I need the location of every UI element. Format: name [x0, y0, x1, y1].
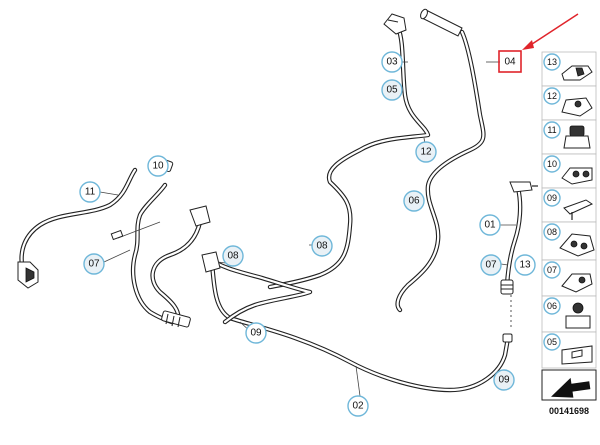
callout-06[interactable]: 06	[403, 190, 425, 212]
callout-04[interactable]: 04	[504, 57, 516, 68]
svg-text:08: 08	[547, 227, 557, 237]
callout-05[interactable]: 05	[381, 79, 403, 101]
legend-row-08[interactable]: 08	[541, 221, 597, 261]
svg-text:11: 11	[547, 125, 556, 135]
callout-09-right[interactable]: 09	[493, 369, 515, 391]
callout-08-right[interactable]: 08	[311, 235, 333, 257]
fittings	[17, 8, 538, 343]
svg-text:13: 13	[519, 260, 531, 271]
diagram-id: 00141698	[549, 406, 589, 416]
svg-text:05: 05	[547, 337, 557, 347]
legend-row-12[interactable]: 12	[541, 85, 597, 121]
callout-09-left[interactable]: 09	[245, 322, 267, 344]
svg-text:07: 07	[88, 259, 100, 270]
svg-text:10: 10	[547, 159, 557, 169]
callout-02[interactable]: 02	[347, 395, 369, 417]
svg-text:06: 06	[408, 196, 420, 207]
callout-11[interactable]: 11	[79, 181, 101, 203]
tee-connector	[189, 205, 221, 273]
callout-03[interactable]: 03	[381, 51, 403, 73]
svg-text:09: 09	[250, 328, 262, 339]
svg-text:01: 01	[484, 220, 496, 231]
legend-row-06[interactable]: 06	[541, 295, 597, 333]
legend-row-09[interactable]: 09	[541, 187, 597, 223]
svg-text:13: 13	[547, 57, 557, 67]
svg-text:08: 08	[316, 241, 328, 252]
svg-text:10: 10	[152, 161, 164, 172]
nozzle-top-right	[420, 8, 463, 37]
hose-end-09	[502, 333, 513, 343]
callout-10[interactable]: 10	[147, 155, 169, 177]
red-pointer-arrow-icon	[522, 13, 579, 50]
legend-row-13[interactable]: 13	[541, 51, 597, 87]
svg-text:12: 12	[547, 91, 557, 101]
elbow-left	[17, 261, 39, 289]
svg-text:09: 09	[498, 375, 510, 386]
elbow-01	[509, 181, 538, 193]
legend-column: 13 12 11 10 09	[510, 51, 597, 416]
nozzle-top-left	[383, 13, 407, 35]
svg-text:04: 04	[504, 57, 516, 68]
callout-07-right[interactable]: 07	[480, 254, 502, 276]
svg-text:12: 12	[420, 147, 432, 158]
probe-07	[110, 229, 124, 241]
legend-row-05[interactable]: 05	[541, 331, 597, 369]
svg-text:07: 07	[547, 265, 557, 275]
coupling-01	[500, 279, 514, 295]
callout-12[interactable]: 12	[415, 141, 437, 163]
svg-text:06: 06	[547, 301, 557, 311]
hose-lines	[19, 25, 523, 393]
black-arrow-icon[interactable]	[541, 369, 597, 401]
legend-row-07[interactable]: 07	[541, 259, 597, 297]
svg-text:09: 09	[547, 193, 557, 203]
coupling-bottom-left	[161, 310, 191, 328]
svg-text:08: 08	[227, 251, 239, 262]
svg-text:02: 02	[352, 401, 364, 412]
legend-row-10[interactable]: 10	[541, 153, 597, 189]
svg-text:05: 05	[386, 85, 398, 96]
callout-07-left[interactable]: 07	[83, 253, 105, 275]
callout-08-left[interactable]: 08	[222, 245, 244, 267]
svg-text:07: 07	[485, 260, 497, 271]
callout-01[interactable]: 01	[479, 214, 501, 236]
svg-text:11: 11	[85, 187, 96, 198]
highlight-04	[498, 50, 522, 73]
legend-row-11[interactable]: 11	[541, 119, 597, 155]
svg-text:03: 03	[386, 57, 398, 68]
callout-13[interactable]: 13	[514, 254, 536, 276]
leader-lines	[99, 61, 516, 397]
